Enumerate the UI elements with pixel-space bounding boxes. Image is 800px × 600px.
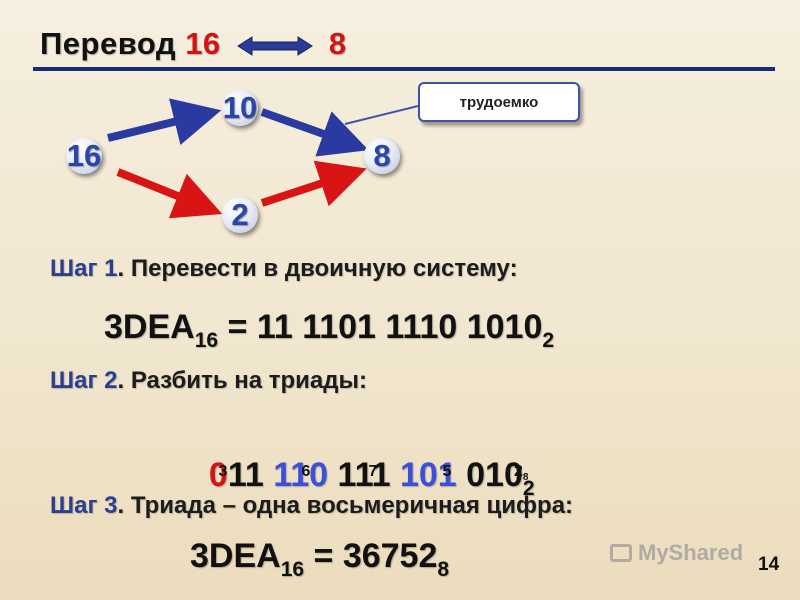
page-title: Перевод 16 8 bbox=[40, 26, 347, 62]
title-to-base: 8 bbox=[328, 26, 347, 61]
octal-digit-3: 7 bbox=[368, 463, 378, 480]
step2-text: . Разбить на триады: bbox=[117, 367, 367, 394]
triad-2: 110 bbox=[273, 456, 338, 494]
octal-digit-4: 5 bbox=[442, 463, 452, 480]
triad-3: 111 bbox=[337, 456, 400, 494]
octal-digit-2: 6 bbox=[301, 463, 311, 480]
triad-5: 010 bbox=[466, 456, 523, 494]
step3-heading: Шаг 3. Триада – одна восьмеричная цифра: bbox=[50, 492, 573, 520]
octal-digits-base: 8 bbox=[522, 472, 529, 483]
step1-lhs: 3DEA bbox=[104, 308, 195, 346]
arrow-16-to-10 bbox=[107, 98, 222, 146]
watermark-text: MyShared bbox=[638, 540, 744, 565]
octal-digit-1: 3 bbox=[218, 463, 228, 480]
step1-eq-sign: = bbox=[218, 308, 257, 346]
step3-lhs-base: 16 bbox=[280, 558, 305, 581]
step1-lhs-base: 16 bbox=[194, 329, 219, 352]
page-number: 14 bbox=[758, 554, 780, 575]
step3-eq-sign: = bbox=[304, 537, 343, 575]
conversion-graph bbox=[107, 98, 419, 219]
node-2: 2 bbox=[222, 197, 258, 233]
octal-digit-5: 28 bbox=[514, 463, 554, 483]
step3-lhs: 3DEA bbox=[190, 537, 281, 575]
triad-4: 101 bbox=[399, 456, 467, 494]
labor-intensive-callout: трудоемко bbox=[418, 82, 580, 122]
step1-rhs-base: 2 bbox=[542, 329, 555, 352]
watermark: MyShared bbox=[610, 540, 743, 566]
triads-base: 2 bbox=[522, 477, 535, 500]
octal-digit-5-value: 2 bbox=[514, 463, 523, 480]
node-16: 16 bbox=[66, 138, 102, 174]
step2-heading: Шаг 2. Разбить на триады: bbox=[50, 367, 367, 395]
step1-rhs: 11 1101 1110 1010 bbox=[256, 308, 543, 346]
arrow-2-to-8 bbox=[260, 160, 367, 207]
step3-text: . Триада – одна восьмеричная цифра: bbox=[117, 492, 574, 519]
triad-pad-zero: 0 bbox=[208, 456, 228, 494]
step2-label: Шаг 2 bbox=[50, 367, 118, 394]
step1-text: . Перевести в двоичную систему: bbox=[117, 255, 518, 282]
node-8: 8 bbox=[364, 138, 400, 174]
step3-equation: 3DEA16 = 367528 bbox=[190, 537, 449, 582]
callout-pointer bbox=[344, 105, 419, 125]
step1-label: Шаг 1 bbox=[50, 255, 118, 282]
title-from-base: 16 bbox=[185, 26, 221, 61]
triad-1: 11 bbox=[227, 456, 274, 494]
step1-heading: Шаг 1. Перевести в двоичную систему: bbox=[50, 255, 518, 283]
arrow-16-to-2 bbox=[116, 168, 223, 219]
node-10: 10 bbox=[222, 90, 258, 126]
arrow-10-to-8 bbox=[260, 108, 369, 157]
step3-rhs: 36752 bbox=[342, 537, 438, 575]
step3-label: Шаг 3 bbox=[50, 492, 118, 519]
watermark-logo-icon bbox=[610, 544, 632, 562]
step1-equation: 3DEA16 = 11 1101 1110 10102 bbox=[104, 308, 554, 353]
step2-triads: 011 110 111 101 0102 bbox=[190, 417, 535, 501]
step3-rhs-base: 8 bbox=[437, 558, 450, 581]
title-text: Перевод bbox=[40, 26, 177, 61]
title-rule bbox=[33, 67, 775, 71]
double-arrow-icon bbox=[236, 35, 313, 56]
